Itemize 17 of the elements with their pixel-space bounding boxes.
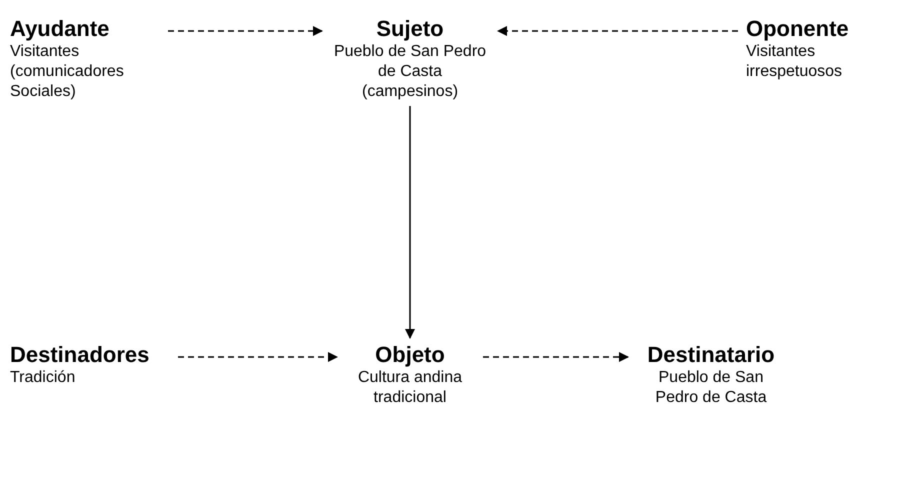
body-text: Pueblo de San Pedro de Casta (campesinos) (332, 42, 488, 102)
heading: Destinadores (10, 342, 150, 368)
heading: Objeto (374, 342, 446, 368)
heading: Oponente (746, 16, 850, 42)
arrow (168, 26, 323, 36)
arrow (405, 106, 415, 339)
body-text: Tradición (10, 368, 76, 388)
body-text: Pueblo de San Pedro de Casta (654, 368, 768, 408)
heading: Destinatario (646, 342, 776, 368)
body-text: Cultura andina tradicional (356, 368, 464, 408)
arrow (483, 352, 629, 362)
arrow (178, 352, 338, 362)
arrow (497, 26, 738, 36)
heading: Ayudante (10, 16, 110, 42)
heading: Sujeto (375, 16, 445, 42)
body-text: Visitantes (comunicadores Sociales) (10, 42, 125, 102)
body-text: Visitantes irrespetuosos (746, 42, 844, 82)
